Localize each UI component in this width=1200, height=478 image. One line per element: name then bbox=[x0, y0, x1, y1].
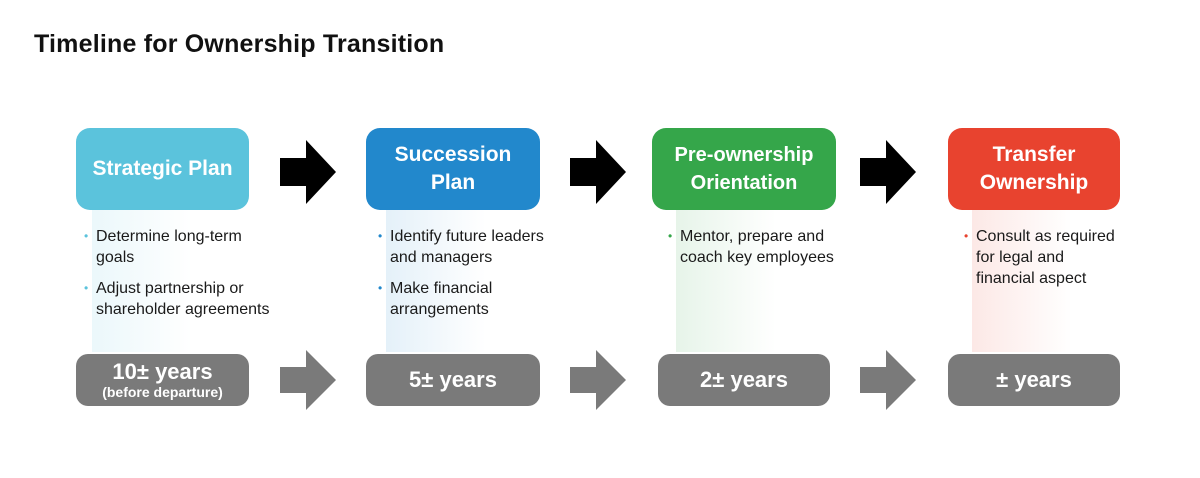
stage-header: Pre-ownership Orientation bbox=[652, 128, 836, 210]
arrow-right-icon bbox=[280, 350, 336, 410]
bullet-list: •Determine long-term goals •Adjust partn… bbox=[84, 226, 274, 320]
stage-succession-plan: Succession Plan •Identify future leaders… bbox=[366, 128, 544, 408]
list-item: •Mentor, prepare and coach key employees bbox=[668, 228, 834, 266]
duration-value: 2± years bbox=[700, 367, 788, 392]
stage-header: Succession Plan bbox=[366, 128, 540, 210]
stage-body: •Identify future leaders and managers •M… bbox=[378, 210, 548, 352]
duration-note: (before departure) bbox=[102, 384, 223, 400]
arrow-right-icon bbox=[280, 140, 336, 204]
page-title: Timeline for Ownership Transition bbox=[34, 30, 445, 58]
stage-pre-ownership-orientation: Pre-ownership Orientation •Mentor, prepa… bbox=[652, 128, 836, 408]
bullet-list: •Identify future leaders and managers •M… bbox=[378, 226, 548, 320]
stage-header: Transfer Ownership bbox=[948, 128, 1120, 210]
duration-badge: 10± years (before departure) bbox=[76, 354, 249, 406]
duration-badge: ± years bbox=[948, 354, 1120, 406]
stage-body: •Determine long-term goals •Adjust partn… bbox=[84, 210, 274, 352]
list-item: •Make financial arrangements bbox=[378, 280, 493, 318]
stage-body: •Consult as required for legal and finan… bbox=[964, 210, 1124, 352]
stage-title: Pre-ownership Orientation bbox=[674, 144, 814, 194]
stage-header: Strategic Plan bbox=[76, 128, 249, 210]
arrow-right-icon bbox=[860, 350, 916, 410]
duration-badge: 5± years bbox=[366, 354, 540, 406]
list-item: •Consult as required for legal and finan… bbox=[964, 228, 1115, 287]
arrow-right-icon bbox=[860, 140, 916, 204]
stage-body: •Mentor, prepare and coach key employees bbox=[668, 210, 838, 352]
bullet-list: •Consult as required for legal and finan… bbox=[964, 226, 1124, 289]
stage-title: Strategic Plan bbox=[92, 157, 233, 180]
list-item: •Identify future leaders and managers bbox=[378, 228, 544, 266]
bullet-list: •Mentor, prepare and coach key employees bbox=[668, 226, 838, 268]
stage-transfer-ownership: Transfer Ownership •Consult as required … bbox=[948, 128, 1120, 408]
duration-value: ± years bbox=[996, 367, 1072, 392]
list-item: •Determine long-term goals bbox=[84, 228, 242, 266]
stage-title: Succession Plan bbox=[394, 143, 512, 194]
arrow-right-icon bbox=[570, 140, 626, 204]
list-item: •Adjust partnership or shareholder agree… bbox=[84, 280, 270, 318]
duration-value: 5± years bbox=[409, 367, 497, 392]
stage-title: Transfer Ownership bbox=[979, 143, 1089, 194]
arrow-right-icon bbox=[570, 350, 626, 410]
duration-badge: 2± years bbox=[658, 354, 830, 406]
stage-strategic-plan: Strategic Plan •Determine long-term goal… bbox=[76, 128, 269, 408]
duration-value: 10± years bbox=[112, 359, 213, 384]
